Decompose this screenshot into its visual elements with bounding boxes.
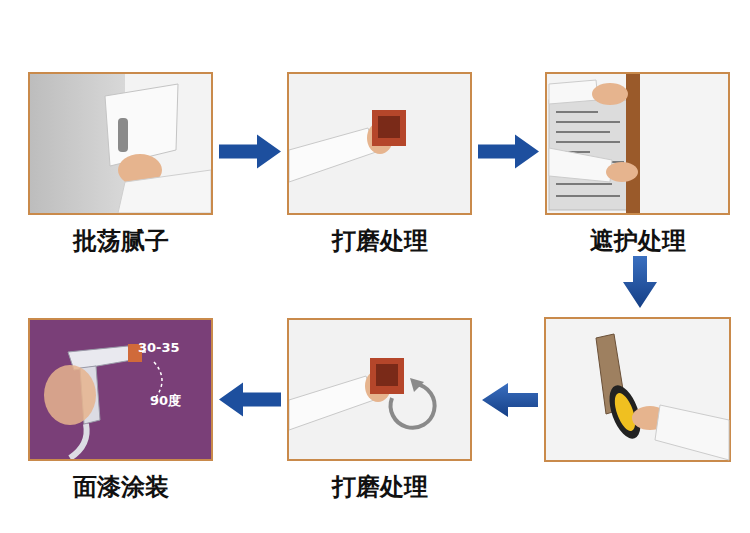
- sanding-photo: [289, 74, 470, 213]
- flow-arrow: [219, 135, 281, 169]
- step-panel: 遮护处理: [545, 72, 730, 257]
- step-panel: 批荡腻子: [28, 72, 213, 257]
- step-caption: 打磨处理: [287, 471, 472, 503]
- photo-frame: [28, 318, 213, 461]
- photo-frame: [287, 318, 472, 461]
- spraying-photo: [30, 320, 211, 459]
- masking-photo: [547, 74, 728, 213]
- photo-frame: [545, 72, 730, 215]
- photo-frame: [287, 72, 472, 215]
- angle-label: 30-35: [138, 340, 180, 355]
- step-caption: 遮护处理: [545, 225, 730, 257]
- step-caption: 打磨处理: [287, 225, 472, 257]
- sanding-photo: [289, 320, 470, 459]
- flow-arrow: [219, 383, 281, 417]
- step-panel: 打磨处理: [287, 318, 472, 503]
- step-caption: 批荡腻子: [28, 225, 213, 257]
- scraping-photo: [545, 318, 730, 461]
- step-panel: 打磨处理: [287, 72, 472, 257]
- angle-label: 90度: [150, 392, 181, 410]
- step-caption: 面漆涂装: [28, 471, 213, 503]
- flow-arrow: [478, 135, 539, 169]
- flow-arrow: [623, 256, 657, 308]
- flow-arrow: [482, 383, 538, 417]
- photo-frame: [28, 72, 213, 215]
- step-panel: 面漆涂装: [28, 318, 213, 503]
- putty-photo: [30, 74, 211, 213]
